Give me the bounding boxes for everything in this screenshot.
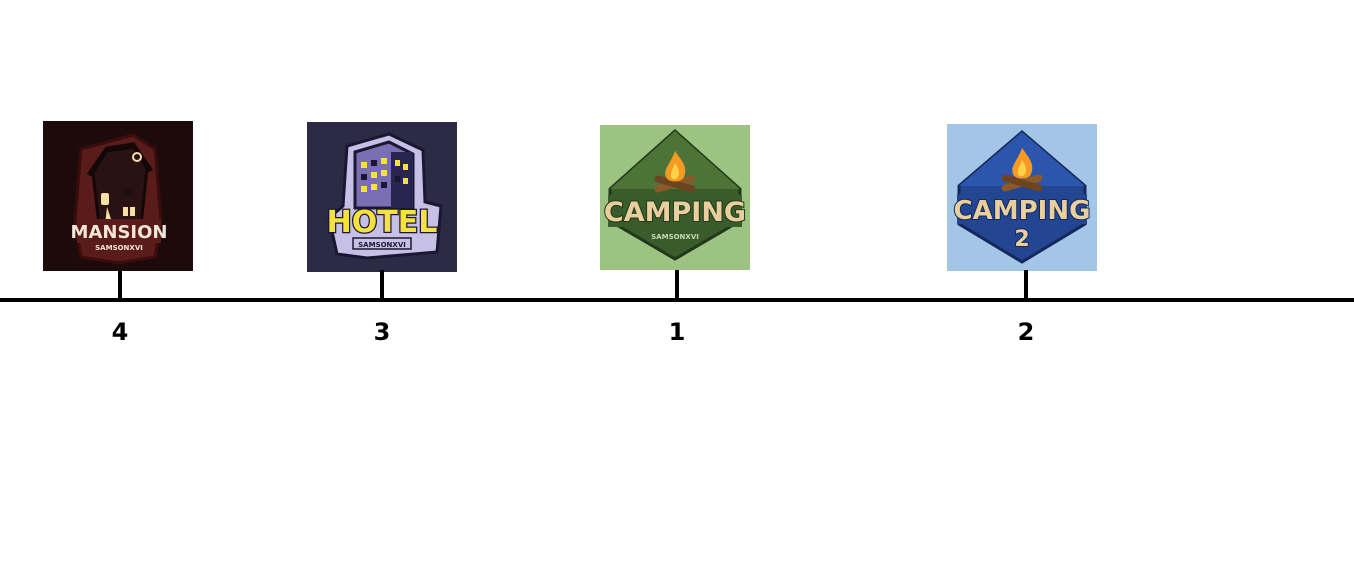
hotel-logo: HOTEL SAMSONXVI: [307, 122, 457, 272]
hotel-logo-creator: SAMSONXVI: [358, 241, 406, 249]
order-label: 2: [1017, 318, 1035, 346]
order-label: 1: [668, 318, 686, 346]
hotel-logo-title: HOTEL: [327, 205, 438, 240]
camping-2-logo: CAMPING 2: [947, 124, 1097, 271]
camping-2-logo-title: CAMPING: [954, 196, 1091, 226]
camping-logo: CAMPING SAMSONXVI: [600, 125, 750, 270]
mansion-logo-creator: SAMSONXVI: [95, 244, 143, 252]
timeline-tick: [380, 270, 384, 300]
timeline-tick: [675, 270, 679, 300]
campfire-tent-icon: CAMPING SAMSONXVI: [600, 125, 750, 270]
hotel-building-icon: HOTEL SAMSONXVI: [307, 122, 457, 272]
timeline-tick: [1024, 270, 1028, 300]
camping-logo-title: CAMPING: [604, 197, 746, 228]
camping-2-logo-subtitle: 2: [1014, 227, 1029, 252]
order-label: 4: [111, 318, 129, 346]
order-label: 3: [373, 318, 391, 346]
timeline-tick: [118, 270, 122, 300]
mansion-logo: MANSION SAMSONXVI: [43, 121, 193, 271]
camping-logo-creator: SAMSONXVI: [651, 233, 699, 241]
mansion-house-icon: MANSION SAMSONXVI: [43, 121, 193, 271]
mansion-logo-title: MANSION: [71, 222, 168, 243]
timeline-axis: [0, 298, 1354, 302]
campfire-tent-icon: CAMPING 2: [947, 124, 1097, 271]
